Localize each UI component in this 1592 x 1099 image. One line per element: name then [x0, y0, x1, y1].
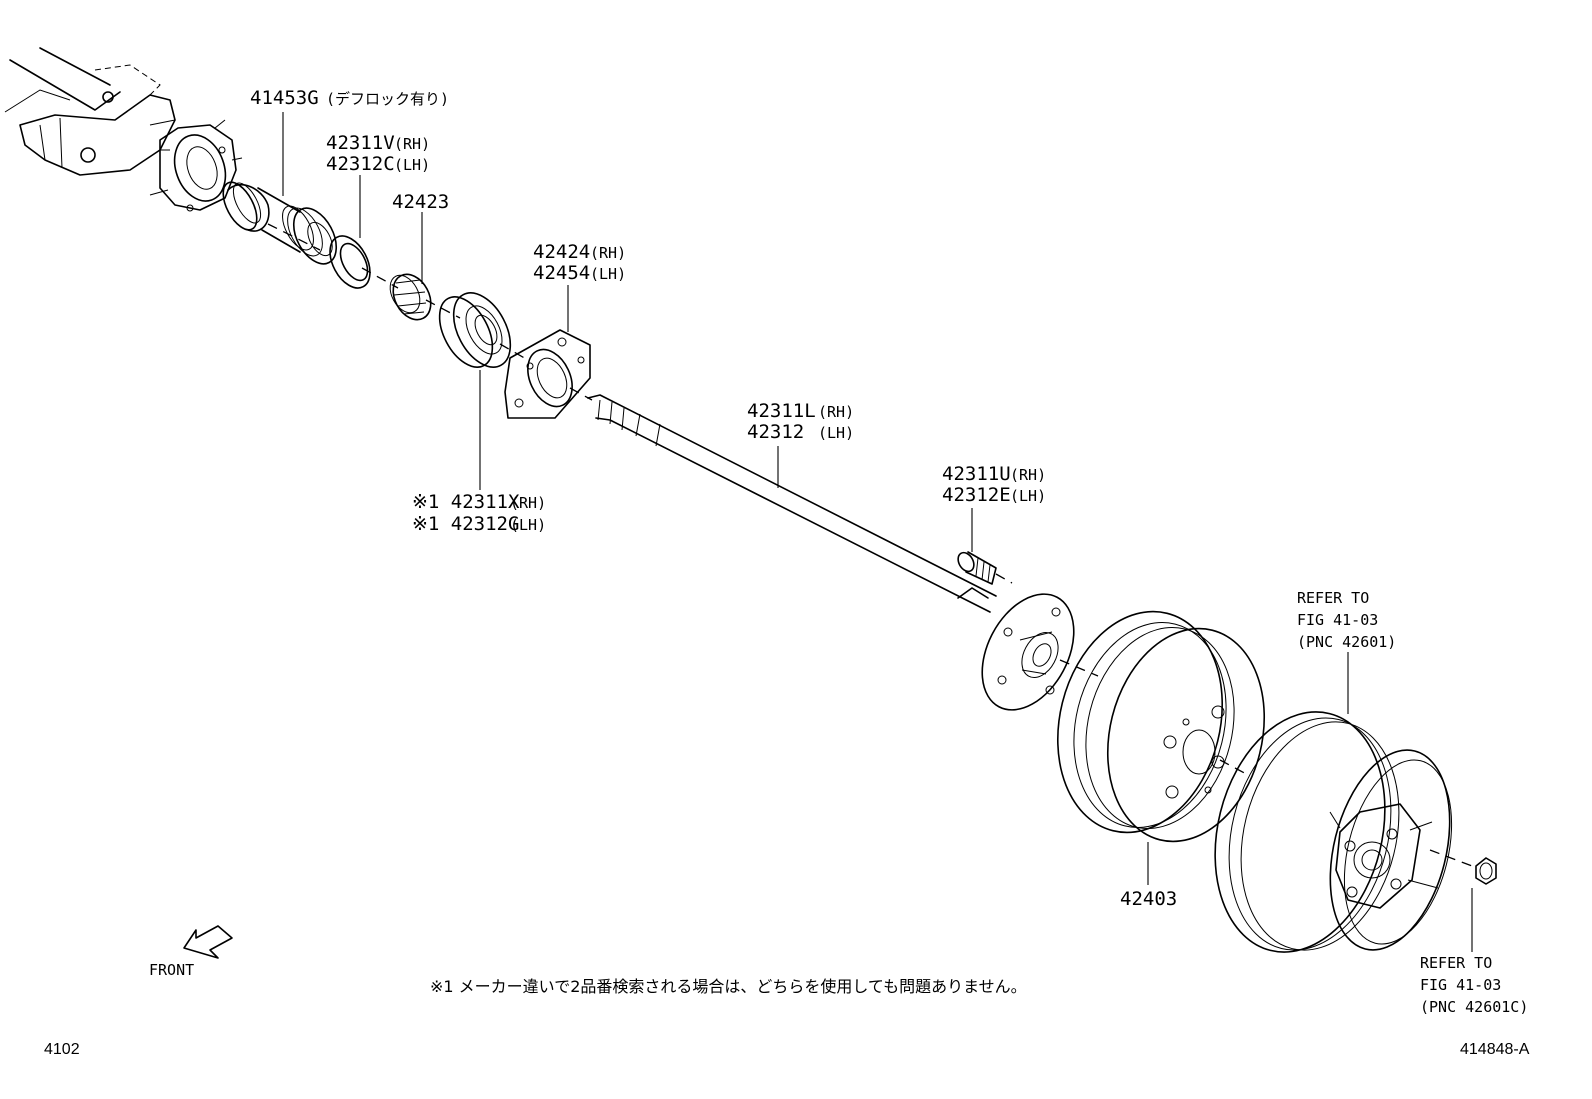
label-42312: 42312 — [747, 421, 804, 443]
assembly-axis — [267, 223, 1473, 867]
page-code: 4102 — [44, 1041, 80, 1058]
part-labels: 41453G (デフロック有り) 42311V (RH) 42312C (LH)… — [149, 87, 1528, 1016]
part-42403-brake-drum — [1056, 610, 1266, 843]
illustration-code: 414848-A — [1460, 1041, 1530, 1058]
part-42311x-bearing — [438, 292, 512, 368]
leader-lines — [282, 112, 1473, 952]
label-refer-wheel-1: REFER TO — [1297, 589, 1369, 607]
footnote: ※1 メーカー違いで2品番検索される場合は、どちらを使用しても問題ありません。 — [430, 977, 1027, 996]
label-42311u: 42311U — [942, 463, 1011, 485]
label-42312-lh: (LH) — [818, 424, 854, 442]
label-42311v: 42311V — [326, 132, 395, 154]
label-41453g: 41453G — [250, 87, 319, 109]
label-refer-nut-2: FIG 41-03 — [1420, 976, 1501, 994]
label-42424: 42424 — [533, 241, 590, 263]
front-arrow-icon — [183, 925, 233, 959]
label-42311v-rh: (RH) — [394, 135, 430, 153]
part-42311u-hub-bolt — [957, 551, 997, 585]
label-42311x-rh: (RH) — [510, 494, 546, 512]
label-42312e: 42312E — [942, 484, 1011, 506]
part-42311v-oil-seal — [329, 235, 371, 289]
label-42312g-lh: (LH) — [510, 516, 546, 534]
part-42424-retainer — [504, 329, 591, 419]
label-42423: 42423 — [392, 191, 449, 213]
label-42312c-lh: (LH) — [394, 156, 430, 174]
label-refer-wheel-3: (PNC 42601) — [1297, 633, 1396, 651]
part-42311l-axle-shaft — [587, 394, 997, 613]
part-42423-gear — [389, 273, 432, 321]
label-42312e-lh: (LH) — [1010, 487, 1046, 505]
axle-housing — [4, 47, 243, 212]
label-refer-nut-1: REFER TO — [1420, 954, 1492, 972]
label-refer-wheel-2: FIG 41-03 — [1297, 611, 1378, 629]
axle-flange — [981, 593, 1075, 711]
label-42311x: ※1 42311X — [412, 491, 520, 513]
label-42311l-rh: (RH) — [818, 403, 854, 421]
wheel-rim — [1214, 711, 1453, 953]
label-42403: 42403 — [1120, 888, 1177, 910]
label-42424-rh: (RH) — [590, 244, 626, 262]
label-42312c: 42312C — [326, 153, 395, 175]
wheel-nut — [1475, 857, 1497, 885]
label-42454: 42454 — [533, 262, 590, 284]
label-42311u-rh: (RH) — [1010, 466, 1046, 484]
label-refer-nut-3: (PNC 42601C) — [1420, 998, 1528, 1016]
label-42311l: 42311L — [747, 400, 816, 422]
label-42312g: ※1 42312G — [412, 513, 519, 535]
label-42454-lh: (LH) — [590, 265, 626, 283]
part-41453g-sleeve — [222, 181, 338, 265]
label-41453g-note: (デフロック有り) — [326, 90, 449, 108]
label-front: FRONT — [149, 961, 194, 979]
